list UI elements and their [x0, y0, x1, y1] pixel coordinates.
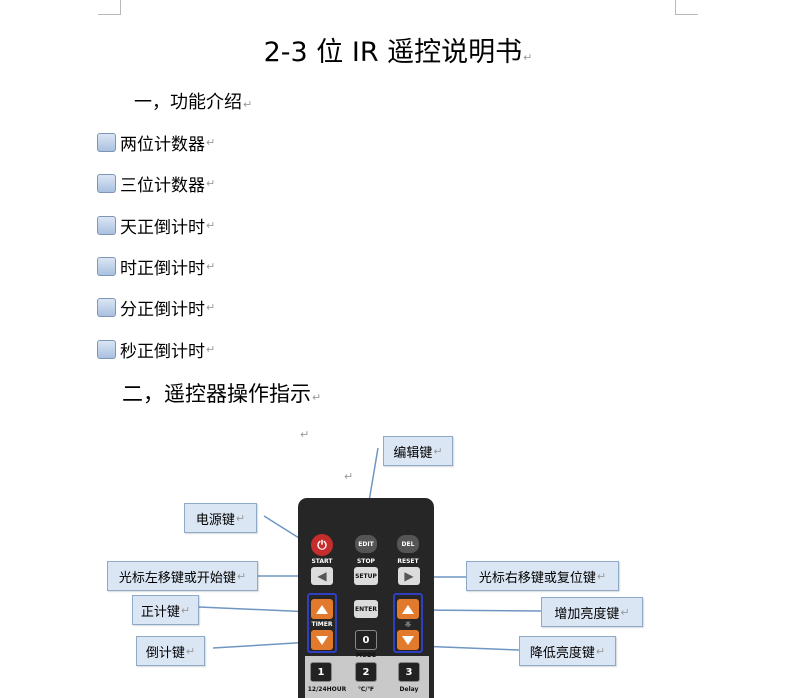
page-corner-mark-left: [98, 0, 121, 15]
key-3[interactable]: 3: [398, 662, 420, 682]
brightness-up-button[interactable]: [397, 599, 419, 619]
del-button[interactable]: DEL: [397, 535, 419, 553]
edit-button[interactable]: EDIT: [355, 535, 377, 553]
reset-label: RESET: [397, 558, 419, 565]
callout-power-key: 电源键↵: [184, 503, 257, 533]
key-2[interactable]: 2: [355, 662, 377, 682]
checkbox-icon[interactable]: [97, 339, 116, 359]
power-icon[interactable]: ⏻: [311, 534, 333, 556]
callout-brightness-down-key: 降低亮度键↵: [519, 636, 616, 666]
left-arrow-button[interactable]: ◀: [311, 567, 333, 585]
function-option[interactable]: 分正倒计时↵: [97, 295, 215, 320]
checkbox-icon[interactable]: [97, 215, 116, 235]
count-up-button[interactable]: [311, 599, 333, 619]
checkbox-icon[interactable]: [97, 256, 116, 276]
enter-button[interactable]: ENTER: [354, 600, 378, 618]
callout-brightness-up-key: 增加亮度键↵: [541, 597, 643, 627]
up-arrow-icon: [402, 604, 414, 614]
function-option[interactable]: 两位计数器↵: [97, 130, 215, 155]
callout-left-key: 光标左移键或开始键↵: [107, 561, 258, 591]
paragraph-mark: ↵: [344, 470, 354, 483]
brightness-icon: ☼: [404, 620, 412, 629]
right-arrow-button[interactable]: ▶: [398, 567, 420, 585]
section-heading-functions: 一，功能介绍↵: [134, 92, 253, 113]
paragraph-mark: ↵: [300, 428, 310, 441]
function-option[interactable]: 三位计数器↵: [97, 171, 215, 196]
checkbox-icon[interactable]: [97, 297, 116, 317]
callout-count-up-key: 正计键↵: [132, 595, 199, 625]
down-arrow-icon: [316, 635, 328, 645]
setup-button[interactable]: SETUP: [354, 567, 378, 585]
section-heading-remote: 二，遥控器操作指示↵: [122, 382, 322, 406]
function-option[interactable]: 时正倒计时↵: [97, 254, 215, 279]
delay-label: Delay: [399, 686, 419, 693]
checkbox-icon[interactable]: [97, 173, 116, 193]
callout-countdown-key: 倒计键↵: [136, 636, 205, 666]
start-label: START: [311, 558, 333, 565]
checkbox-icon[interactable]: [97, 132, 116, 152]
timer-button-group: [307, 593, 337, 653]
timer-label: TIMER: [311, 621, 333, 628]
countdown-button[interactable]: [311, 630, 333, 650]
callout-right-key: 光标右移键或复位键↵: [466, 561, 619, 591]
mode-label: MODE: [355, 652, 377, 659]
function-option[interactable]: 秒正倒计时↵: [97, 337, 215, 362]
document-title: 2-3 位 IR 遥控说明书↵: [263, 37, 533, 68]
hour-format-label: 12/24HOUR: [307, 686, 347, 693]
temperature-unit-label: ℃/℉: [358, 686, 374, 693]
brightness-button-group: [393, 593, 423, 653]
down-arrow-icon: [402, 635, 414, 645]
up-arrow-icon: [316, 604, 328, 614]
function-option[interactable]: 天正倒计时↵: [97, 213, 215, 238]
callout-edit-key: 编辑键↵: [383, 436, 453, 466]
key-0[interactable]: 0: [355, 630, 377, 650]
key-1[interactable]: 1: [310, 662, 332, 682]
page-corner-mark-right: [675, 0, 698, 15]
stop-label: STOP: [357, 558, 375, 565]
brightness-down-button[interactable]: [397, 630, 419, 650]
